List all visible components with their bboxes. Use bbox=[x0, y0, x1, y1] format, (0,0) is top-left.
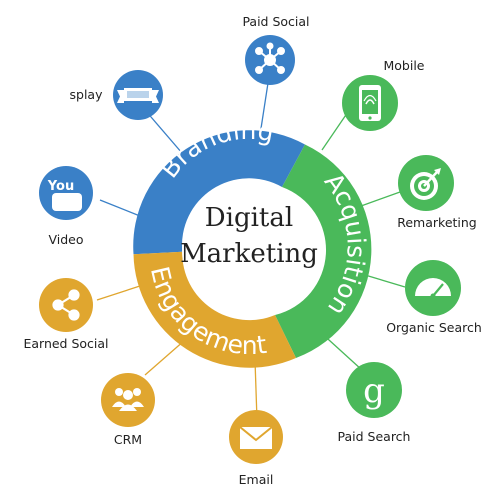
gauge-icon bbox=[415, 278, 451, 299]
label-video: Video bbox=[48, 232, 83, 247]
node-paid-social[interactable] bbox=[245, 35, 295, 85]
connector-display bbox=[144, 109, 189, 161]
ring bbox=[133, 130, 372, 368]
mobile-icon bbox=[359, 85, 381, 121]
ring-segment-branding bbox=[133, 130, 305, 255]
label-paid-search: Paid Search bbox=[338, 429, 411, 444]
banner-icon bbox=[117, 88, 159, 103]
envelope-icon bbox=[239, 426, 273, 449]
target-icon bbox=[410, 168, 441, 200]
label-paid-social: Paid Social bbox=[242, 14, 309, 29]
ring-segment-acquisition bbox=[275, 144, 372, 358]
node-organic-search[interactable] bbox=[405, 260, 461, 316]
label-crm: CRM bbox=[114, 432, 142, 447]
label-earned-social: Earned Social bbox=[23, 336, 108, 351]
node-mobile[interactable] bbox=[342, 75, 398, 131]
node-remarketing[interactable] bbox=[398, 155, 454, 211]
node-display[interactable] bbox=[113, 70, 163, 120]
node-paid-search[interactable]: g bbox=[346, 362, 402, 418]
google-icon: g bbox=[363, 371, 385, 411]
svg-text:You: You bbox=[47, 179, 74, 194]
center-title-line1: Digital bbox=[205, 203, 293, 233]
node-crm[interactable] bbox=[101, 373, 155, 427]
connector-email bbox=[254, 359, 258, 421]
node-earned-social[interactable] bbox=[39, 278, 93, 332]
connector-crm bbox=[144, 339, 186, 376]
share-icon bbox=[52, 289, 80, 321]
label-remarketing: Remarketing bbox=[397, 215, 477, 230]
center-title-line2: Marketing bbox=[180, 239, 318, 269]
youtube-icon: You bbox=[47, 179, 82, 211]
label-email: Email bbox=[239, 472, 274, 487]
label-mobile: Mobile bbox=[383, 58, 424, 73]
connector-earned-social bbox=[96, 284, 144, 301]
ring-inner bbox=[182, 183, 316, 317]
network-icon bbox=[255, 42, 285, 74]
ring-segment-engagement bbox=[133, 251, 296, 368]
node-email[interactable] bbox=[229, 410, 283, 464]
label-display: splay bbox=[70, 87, 104, 102]
people-icon bbox=[112, 388, 144, 411]
label-organic-search: Organic Search bbox=[386, 320, 482, 335]
node-video[interactable]: You bbox=[39, 166, 93, 220]
